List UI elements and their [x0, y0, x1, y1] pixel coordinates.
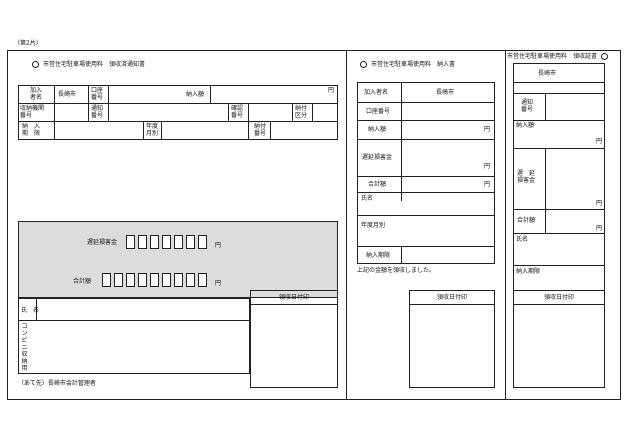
payment-amount-label: 納入額 [186, 91, 205, 98]
collecting-institution-label: 収納機関 番号 [20, 105, 45, 119]
subscriber-name-label: 加入 者名 [29, 87, 42, 101]
receipt-name-label: 氏名 [516, 236, 529, 243]
account-no-label: 口座 番号 [91, 87, 104, 101]
yen-unit: 円 [596, 138, 603, 145]
receipt-note: 上記の金額を領収しました。 [357, 267, 436, 274]
due-date-label: 納 入 期 限 [22, 123, 41, 137]
yen-unit: 円 [596, 200, 603, 207]
receipt-late-fee-label: 遅 延 損害金 [517, 170, 536, 184]
slip-fiscal-month-label: 年度月別 [361, 222, 386, 229]
receipt-city: 長崎市 [538, 70, 557, 77]
confirm-no-label: 確認 番号 [231, 105, 244, 119]
addressee: （あて先）長崎市会計管理者 [18, 380, 96, 387]
form-frame [7, 50, 621, 400]
slip-subscriber-name-label: 加入者名 [364, 89, 389, 96]
slip-stamp-box [409, 290, 495, 388]
receipt-stamp-label: 領収日付印 [543, 294, 574, 301]
section-divider [505, 50, 506, 400]
receipt-payment-amount-label: 納入額 [516, 122, 535, 129]
receipt-table [513, 63, 605, 388]
fiscal-month-label: 年度 月別 [146, 123, 159, 137]
stamp-box [250, 290, 338, 388]
yen-unit: 円 [215, 242, 222, 249]
circle-mark-icon [32, 61, 39, 68]
pay-no-label: 納付 番号 [254, 123, 267, 137]
receipt-notice-no-label: 通知 番号 [521, 99, 534, 113]
total-label: 合計額 [73, 278, 92, 285]
notice-header-table [18, 85, 338, 140]
slip-subscriber-name-value: 長崎市 [436, 89, 455, 96]
page-label: （第2片） [14, 40, 42, 47]
payment-slip-title: 市営住宅駐車場使用料 納入書 [360, 61, 455, 68]
slip-due-date-label: 納入期限 [366, 252, 391, 259]
pay-category-label: 納付 区分 [295, 105, 308, 119]
late-fee-label: 遅延損害金 [87, 239, 118, 246]
receipt-title: 市営住宅駐車場使用料 領収証書 [507, 53, 609, 60]
payment-slip-table [357, 82, 495, 264]
yen-unit: 円 [215, 280, 222, 287]
subscriber-name-value: 長崎市 [58, 91, 77, 98]
receipt-due-date-label: 納入期限 [516, 268, 541, 275]
name-label: 氏 名 [21, 307, 40, 314]
slip-payment-amount-label: 納入額 [368, 126, 387, 133]
slip-total-label: 合計額 [368, 181, 387, 188]
slip-name-label: 氏名 [361, 195, 374, 202]
name-area [18, 298, 250, 374]
yen-unit: 円 [596, 225, 603, 232]
stamp-label: 領収日付印 [278, 294, 309, 301]
yen-unit: 円 [484, 181, 491, 188]
slip-stamp-label: 領収日付印 [436, 294, 467, 301]
circle-mark-icon [601, 53, 609, 60]
circle-mark-icon [360, 61, 367, 68]
receipt-total-label: 合計額 [517, 217, 536, 224]
slip-account-no-label: 口座番号 [366, 108, 391, 115]
notice-no-label: 通知 番号 [91, 105, 104, 119]
yen-unit: 円 [484, 163, 491, 170]
slip-late-fee-label: 遅延損害金 [362, 154, 393, 161]
yen-unit: 円 [328, 87, 335, 94]
notice-title: 市営住宅駐車場使用料 領収済通知書 [32, 61, 145, 68]
yen-unit: 円 [484, 126, 491, 133]
convenience-label: コンビニ収納用 [21, 323, 28, 372]
section-divider [346, 50, 347, 400]
